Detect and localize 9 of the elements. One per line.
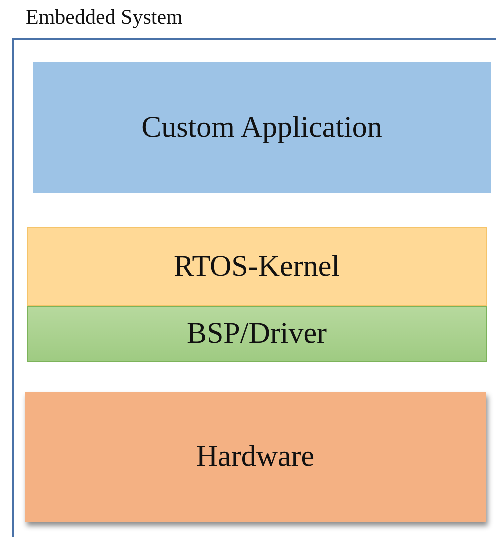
layer-label: Hardware [196, 440, 315, 474]
kernel-layer-box [27, 227, 487, 306]
application-layer-box [33, 62, 491, 193]
layer-label: Custom Application [142, 110, 382, 144]
hardware-layer-box [25, 392, 486, 522]
layer-label: BSP/Driver [186, 317, 327, 351]
layer-label: RTOS-Kernel [174, 250, 340, 284]
frame-title: Embedded System [26, 5, 183, 30]
driver-layer-box [27, 306, 487, 362]
